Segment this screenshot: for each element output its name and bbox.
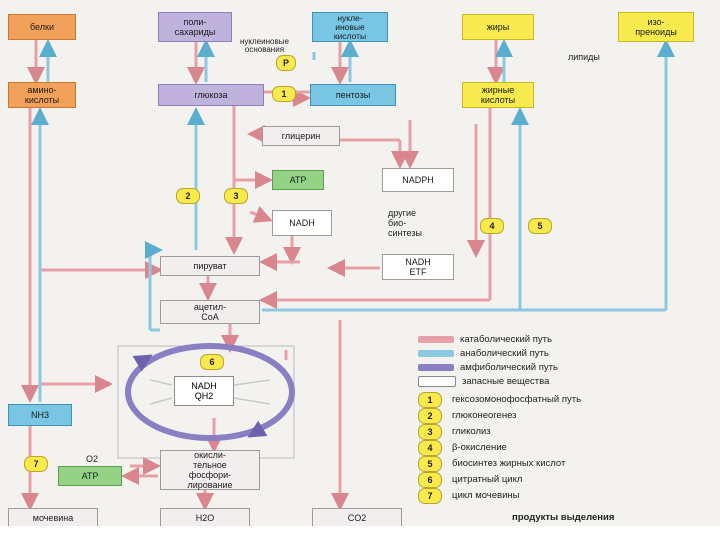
node-co2: CO2 — [312, 508, 402, 528]
label-nucleobases: нуклеиновые основания — [240, 37, 289, 54]
legend-number-4: 4 — [418, 439, 442, 456]
node-pyruvate: пируват — [160, 256, 260, 276]
legend-swatch-anabolic — [418, 350, 454, 357]
pathway-number-3: 3 — [224, 188, 248, 204]
legend-amphibolic: амфиболический путь — [418, 361, 558, 374]
label-other-biosyntheses: другие био- синтезы — [388, 208, 422, 238]
pathway-number-1: 1 — [272, 86, 296, 102]
legend-label-6: цитратный цикл — [452, 474, 523, 485]
legend-number-7: 7 — [418, 487, 442, 504]
node-fats: жиры — [462, 14, 534, 40]
legend-label-2: глюконеогенез — [452, 410, 517, 421]
pathway-number-4: 4 — [480, 218, 504, 234]
legend-number-1: 1 — [418, 391, 442, 408]
node-atp-glycolysis: ATP — [272, 170, 324, 190]
legend-number-2: 2 — [418, 407, 442, 424]
node-proteins: белки — [8, 14, 76, 40]
node-polysaccharides: поли- сахариды — [158, 12, 232, 42]
legend-item-2: 2 глюконеогенез — [418, 407, 517, 424]
bottom-strip — [0, 526, 720, 540]
legend-label-3: гликолиз — [452, 426, 491, 437]
label-lipids: липиды — [568, 52, 600, 62]
legend-item-4: 4 β-окисление — [418, 439, 507, 456]
legend-label-amphibolic: амфиболический путь — [460, 362, 558, 373]
node-glucose: глюкоза — [158, 84, 264, 106]
legend-label-catabolic: катаболический путь — [460, 334, 552, 345]
pathway-number-7: 7 — [24, 456, 48, 472]
legend-label-4: β-окисление — [452, 442, 507, 453]
legend-item-6: 6 цитратный цикл — [418, 471, 523, 488]
legend-excretion-label: продукты выделения — [512, 512, 615, 523]
legend-label-storage: запасные вещества — [462, 376, 550, 387]
legend-number-5: 5 — [418, 455, 442, 472]
citric-cycle-ring — [125, 343, 295, 441]
legend-swatch-amphibolic — [418, 364, 454, 371]
node-water: H2O — [160, 508, 250, 528]
node-nucleic-acids: нукле- иновые кислоты — [312, 12, 388, 42]
node-nadh-etf: NADH ETF — [382, 254, 454, 280]
label-o2: O2 — [86, 454, 99, 464]
node-oxidative-phosphorylation: окисли- тельное фосфори- лирование — [160, 450, 260, 490]
legend-storage: запасные вещества — [418, 375, 549, 388]
node-isoprenoids: изо- преноиды — [618, 12, 694, 42]
node-fatty-acids: жирные кислоты — [462, 82, 534, 108]
node-nadph: NADPH — [382, 168, 454, 192]
pathway-number-6: 6 — [200, 354, 224, 370]
legend-label-1: гексозомонофосфатный путь — [452, 394, 582, 405]
legend-number-6: 6 — [418, 471, 442, 488]
legend-item-1: 1 гексозомонофосфатный путь — [418, 391, 582, 408]
node-urea: мочевина — [8, 508, 98, 528]
node-pentoses: пентозы — [310, 84, 396, 106]
node-amino-acids: амино- кислоты — [8, 82, 76, 108]
legend-swatch-storage — [418, 376, 456, 387]
label-cycle-qh2: QH2 — [194, 391, 214, 401]
legend-item-3: 3 гликолиз — [418, 423, 491, 440]
node-acetyl-coa: ацетил- CoA — [160, 300, 260, 324]
node-nh3: NH3 — [8, 404, 72, 426]
legend-anabolic: анаболический путь — [418, 347, 549, 360]
legend-label-5: биосинтез жирных кислот — [452, 458, 566, 469]
node-atp-oxphos: ATP — [58, 466, 122, 486]
legend-item-7: 7 цикл мочевины — [418, 487, 520, 504]
legend-label-7: цикл мочевины — [452, 490, 520, 501]
label-cycle-nadh: NADH — [191, 381, 217, 391]
phosphate-badge: P — [276, 55, 296, 71]
pathway-number-2: 2 — [176, 188, 200, 204]
legend-number-3: 3 — [418, 423, 442, 440]
pathway-number-5: 5 — [528, 218, 552, 234]
legend-catabolic: катаболический путь — [418, 333, 552, 346]
legend-item-5: 5 биосинтез жирных кислот — [418, 455, 566, 472]
node-nadh: NADH — [272, 210, 332, 236]
legend-swatch-catabolic — [418, 336, 454, 343]
node-glycerol: глицерин — [262, 126, 340, 146]
cycle-cofactors-box: NADH QH2 — [174, 376, 234, 406]
legend-label-anabolic: анаболический путь — [460, 348, 549, 359]
